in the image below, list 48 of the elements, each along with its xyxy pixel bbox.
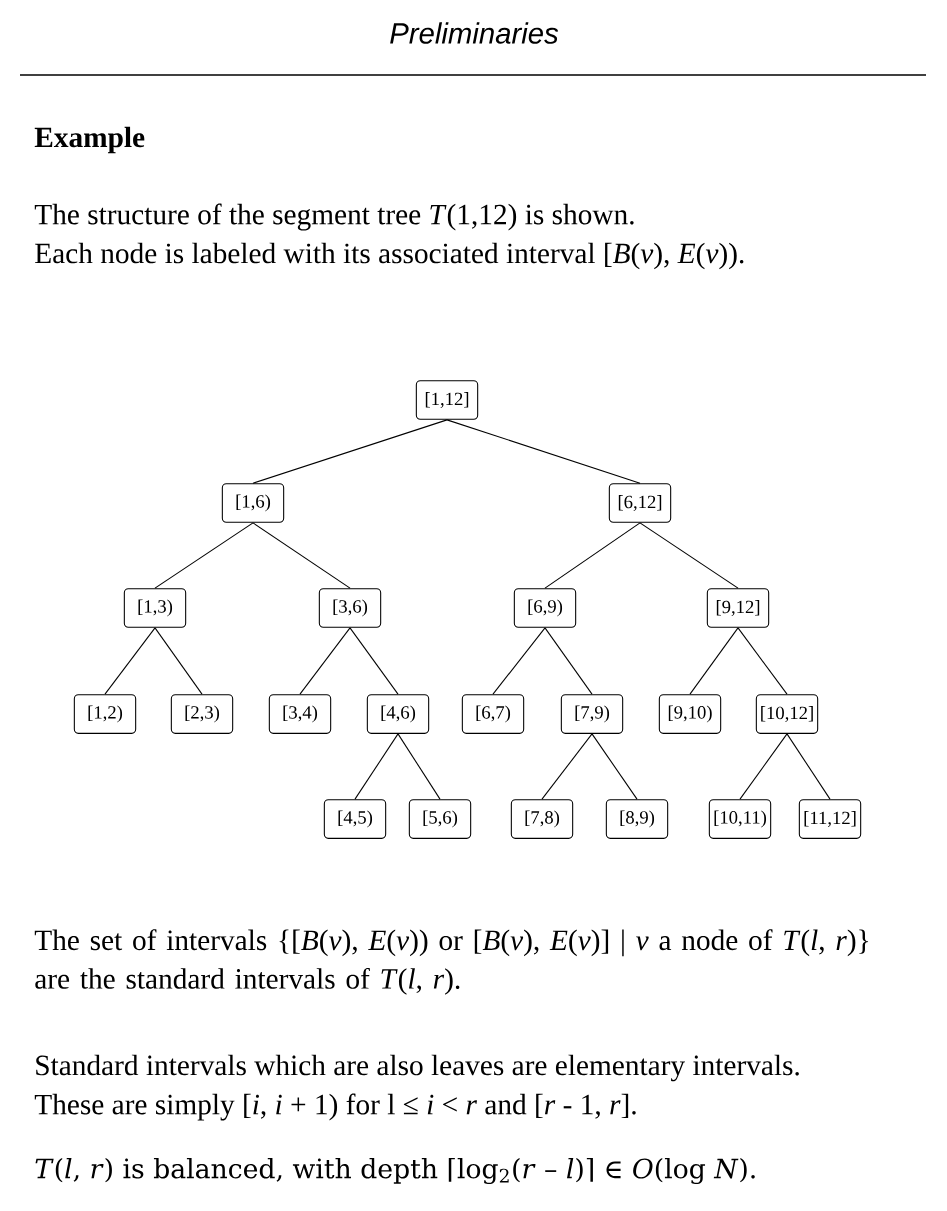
tree-node: [5,6) <box>408 799 472 839</box>
section-heading: Example <box>34 126 145 154</box>
tree-node: [10,11) <box>708 799 772 839</box>
tree-node: [6,7) <box>461 694 525 734</box>
tree-edge <box>639 522 739 589</box>
text-line: Each node is labeled with its associated interval [B(v), E(v)). <box>35 242 744 270</box>
tree-node: [1,6) <box>221 483 285 523</box>
tree-edge <box>544 522 641 589</box>
tree-edge <box>349 627 399 695</box>
tree-node: [1,2) <box>73 694 137 734</box>
tree-node: [4,6) <box>366 694 430 734</box>
tree-edge <box>252 419 448 484</box>
text-line: T(l, r) is balanced, with depth ⌈log$_{2}$(r – l)⌉ ∈ O(log N). <box>35 1157 755 1185</box>
tree-node: [6,9) <box>513 588 577 628</box>
text-line: Standard intervals which are also leaves are elementary intervals. <box>36 1054 799 1082</box>
tree-node: [3,6) <box>318 588 382 628</box>
tree-node: [7,8) <box>510 799 574 839</box>
tree-node: [9,10) <box>658 694 722 734</box>
tree-node: [3,4) <box>268 694 332 734</box>
tree-edge <box>154 627 203 695</box>
tree-edge <box>104 627 156 695</box>
tree-edge <box>544 627 593 695</box>
tree-node: [6,12] <box>608 483 672 523</box>
tree-edge <box>591 733 638 800</box>
text-line: The structure of the segment tree T(1,12) is shown. <box>34 203 634 231</box>
tree-edge <box>252 522 351 589</box>
tree-edge <box>737 627 788 695</box>
page-title: Preliminaries <box>390 22 559 44</box>
tree-edge <box>446 419 641 484</box>
tree-edge <box>299 627 351 695</box>
tree-node: [8,9) <box>605 799 669 839</box>
tree-edge <box>541 733 593 800</box>
tree-node: [10,12] <box>755 694 819 734</box>
tree-node: [9,12] <box>706 588 770 628</box>
tree-node: [7,9) <box>560 694 624 734</box>
tree-edge <box>154 522 254 589</box>
text-line: These are simply [i, i + 1) for l ≤ i < r and [r - 1, r]. <box>34 1093 636 1121</box>
tree-edge <box>786 733 831 800</box>
tree-edge <box>354 733 399 800</box>
tree-node: [1,3) <box>123 588 187 628</box>
tree-edge <box>739 733 788 800</box>
tree-node: [4,5) <box>323 799 387 839</box>
tree-node: [1,12] <box>415 380 479 420</box>
tree-edge <box>492 627 546 695</box>
tree-edge <box>397 733 441 800</box>
tree-node: [11,12] <box>798 799 862 839</box>
tree-node: [2,3) <box>170 694 234 734</box>
tree-edge <box>689 627 739 695</box>
